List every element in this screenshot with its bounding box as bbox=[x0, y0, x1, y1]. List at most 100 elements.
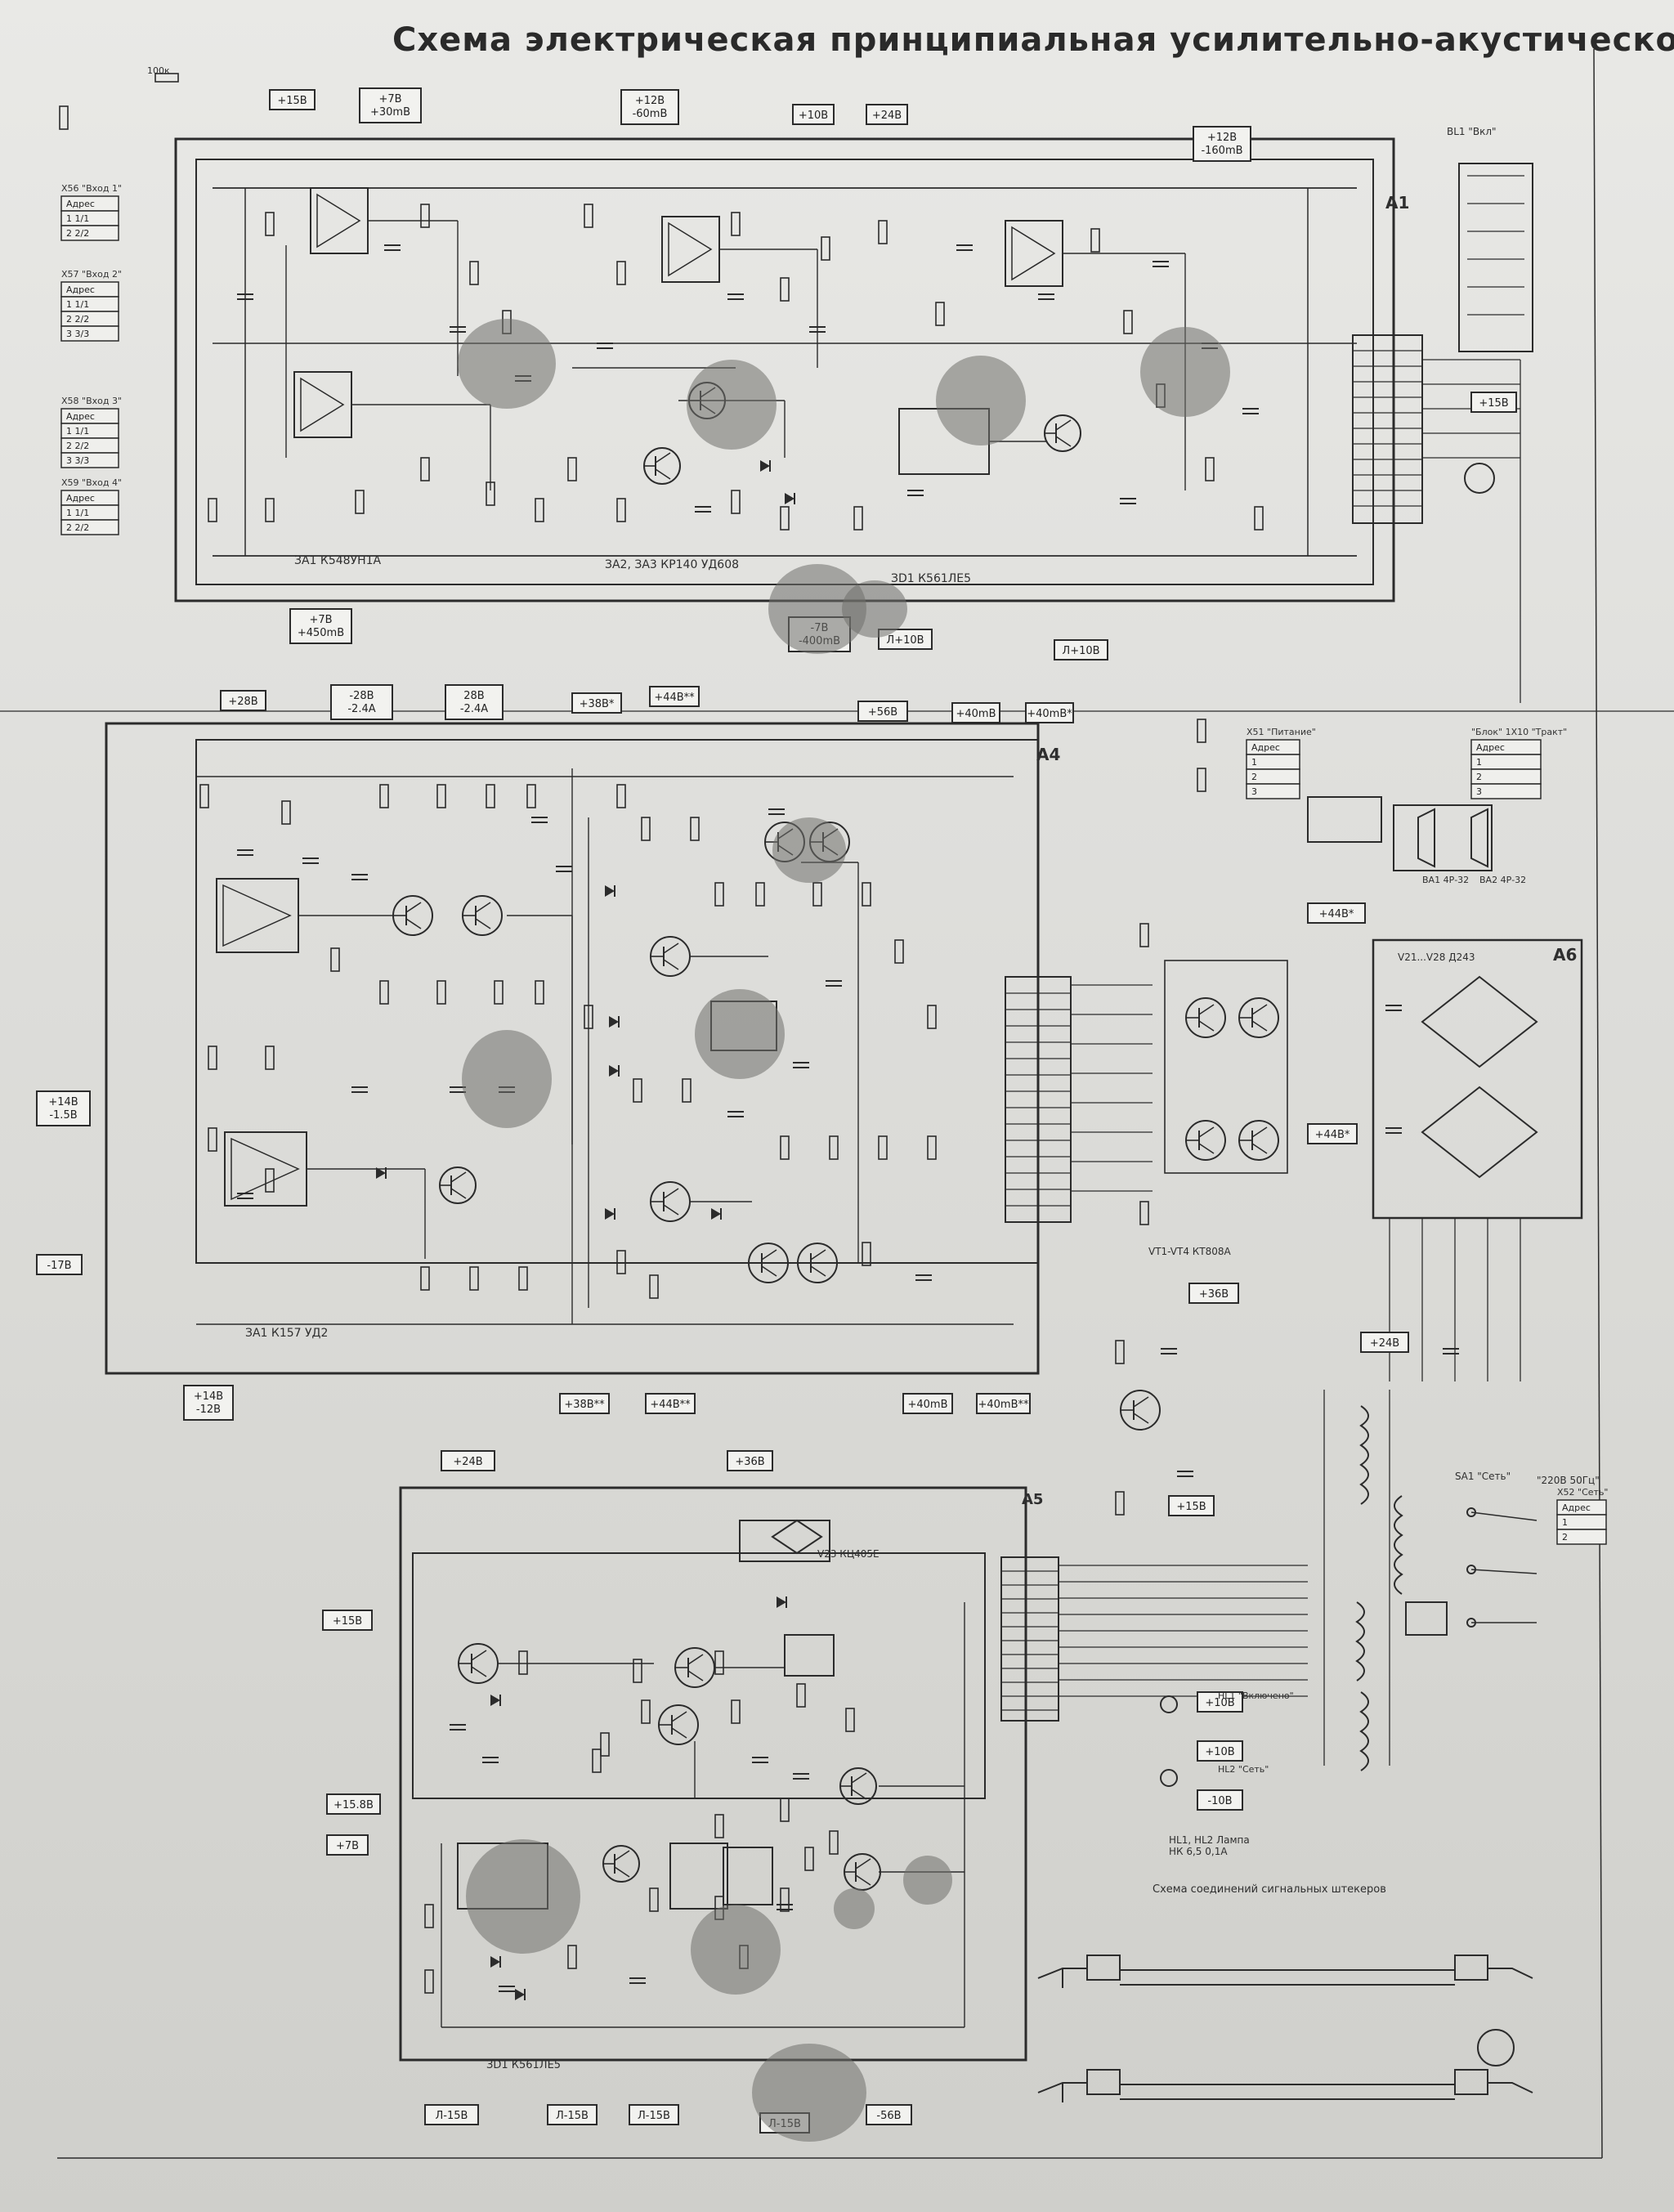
chip-note: ЗА1 К157 УД2 bbox=[245, 1327, 328, 1340]
resistor bbox=[1123, 310, 1133, 334]
resistor bbox=[812, 882, 822, 907]
water-stain bbox=[903, 1856, 952, 1905]
resistor bbox=[567, 457, 577, 481]
output-stage-frame bbox=[1164, 960, 1288, 1174]
resistor bbox=[755, 882, 765, 907]
opamp-DA1-1 bbox=[310, 187, 369, 254]
resistor bbox=[862, 1242, 871, 1266]
resistor bbox=[518, 1650, 528, 1675]
resistor bbox=[927, 1005, 937, 1029]
transistor-VT5 bbox=[650, 1181, 691, 1222]
voltage-tag: +14В-12В bbox=[183, 1385, 234, 1421]
speaker-label: ВА1 4Р-32 bbox=[1422, 875, 1469, 885]
svg-text:+38В*: +38В* bbox=[580, 698, 615, 710]
resistor bbox=[894, 939, 904, 964]
svg-text:Л-15В: Л-15В bbox=[436, 2110, 468, 2122]
mains-switch-label: SА1 "Сеть" bbox=[1455, 1471, 1511, 1482]
resistor bbox=[714, 882, 724, 907]
svg-text:Л-15В: Л-15В bbox=[556, 2110, 589, 2122]
capacitor bbox=[351, 1086, 368, 1093]
capacitor bbox=[1153, 261, 1169, 267]
resistor bbox=[780, 1887, 790, 1912]
transistor-VT4 bbox=[1238, 1120, 1279, 1161]
transistor-VT11 bbox=[439, 1166, 477, 1204]
resistor bbox=[436, 980, 446, 1005]
resistor bbox=[518, 1266, 528, 1291]
chip-note: ЗD1 К561ЛЕ5 bbox=[891, 572, 971, 585]
svg-text:+15В: +15В bbox=[1479, 397, 1508, 410]
capacitor bbox=[351, 874, 368, 880]
resistor bbox=[592, 1749, 602, 1773]
capacitor-C2 bbox=[1385, 1127, 1402, 1134]
water-stain bbox=[466, 1839, 580, 1954]
svg-text:+10В: +10В bbox=[799, 110, 828, 122]
svg-text:+15В: +15В bbox=[1176, 1501, 1206, 1513]
resistor bbox=[780, 1135, 790, 1160]
resistor bbox=[862, 882, 871, 907]
svg-text:+7В+30mВ: +7В+30mВ bbox=[370, 93, 410, 119]
voltage-tag: +7В+450mВ bbox=[289, 608, 352, 644]
voltage-tag: +44В** bbox=[645, 1393, 696, 1414]
block-inner-frame bbox=[412, 1552, 986, 1799]
resistor bbox=[616, 784, 626, 808]
svg-text:+7В+450mВ: +7В+450mВ bbox=[298, 614, 344, 639]
resistor bbox=[330, 947, 340, 972]
resistor bbox=[265, 498, 275, 522]
transistor-VT2 bbox=[462, 895, 503, 936]
transistor-VT3 bbox=[1238, 997, 1279, 1038]
voltage-tag: +10В bbox=[792, 104, 835, 125]
chip-note: ЗА2, ЗА3 КР140 УД608 bbox=[605, 558, 739, 571]
resistor bbox=[526, 784, 536, 808]
resistor bbox=[567, 1945, 577, 1969]
voltage-tag: +12В-60mВ bbox=[620, 89, 679, 125]
transistor-VT3 bbox=[1044, 414, 1081, 452]
resistor bbox=[878, 220, 888, 244]
capacitor bbox=[907, 490, 924, 496]
block-label: А5 bbox=[1022, 1491, 1043, 1508]
resistor bbox=[600, 1732, 610, 1757]
voltage-tag: +7В bbox=[326, 1834, 369, 1856]
svg-text:+36В: +36В bbox=[1199, 1288, 1229, 1301]
svg-text:+40mВ: +40mВ bbox=[956, 708, 996, 720]
svg-text:+38В**: +38В** bbox=[564, 1399, 605, 1411]
svg-text:+24В: +24В bbox=[1370, 1337, 1399, 1350]
svg-text:+24В: +24В bbox=[453, 1456, 482, 1468]
indicator-label: ВL1 "Вкл" bbox=[1447, 126, 1497, 137]
svg-text:-56В: -56В bbox=[876, 2110, 901, 2122]
svg-text:+12В-160mВ: +12В-160mВ bbox=[1201, 132, 1242, 157]
diode-V23 bbox=[605, 885, 615, 897]
resistor-R1 bbox=[1115, 1340, 1125, 1364]
capacitor bbox=[915, 1274, 932, 1281]
voltage-tag: -17В bbox=[36, 1254, 83, 1275]
resistor-R6 bbox=[1197, 768, 1206, 792]
resistor bbox=[199, 784, 209, 808]
wire bbox=[1470, 1511, 1537, 1521]
lamp-label: НL1 "Включено" bbox=[1218, 1690, 1294, 1701]
capacitor-C5 bbox=[1161, 1348, 1177, 1355]
transformer-primary bbox=[1394, 1495, 1403, 1595]
connector-row: 3 bbox=[1251, 786, 1257, 797]
capacitor bbox=[237, 849, 253, 856]
resistor bbox=[436, 784, 446, 808]
connector-name: Х59 "Вход 4" bbox=[61, 477, 122, 488]
resistor bbox=[780, 277, 790, 302]
speaker-label: ВА2 4Р-32 bbox=[1479, 875, 1526, 885]
resistor bbox=[649, 1887, 659, 1912]
resistor-R2 bbox=[154, 73, 179, 83]
resistor bbox=[853, 506, 863, 531]
water-stain bbox=[834, 1888, 875, 1929]
speaker-BA2-icon bbox=[1470, 808, 1488, 868]
resistor bbox=[731, 490, 741, 514]
voltage-tag: +38В** bbox=[559, 1393, 610, 1414]
resistor-R5 bbox=[1197, 719, 1206, 743]
resistor bbox=[714, 1814, 724, 1838]
resistor bbox=[649, 1274, 659, 1299]
connector-row: 2 bbox=[1562, 1532, 1568, 1543]
